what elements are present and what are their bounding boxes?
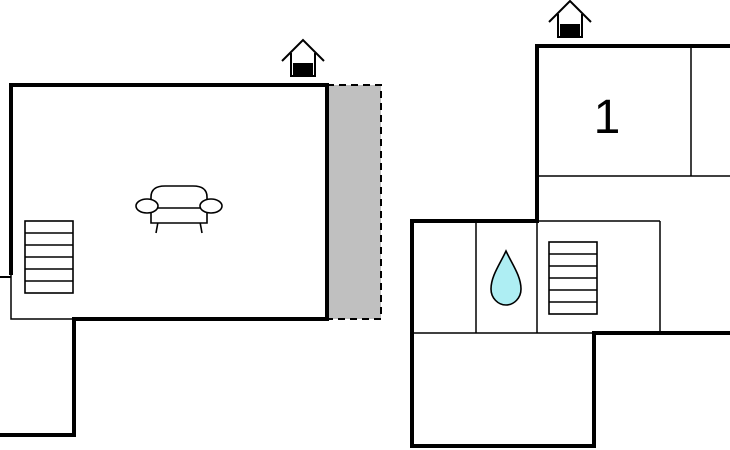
interior-walls bbox=[412, 46, 730, 334]
water-drop-icon bbox=[490, 249, 522, 306]
right-building-walls bbox=[410, 44, 730, 448]
bedroom-label: 1 bbox=[594, 91, 621, 144]
sofa-icon bbox=[135, 185, 223, 234]
stairs-icon bbox=[24, 220, 74, 294]
left-building bbox=[0, 38, 382, 437]
stairs-icon bbox=[548, 241, 598, 315]
entrance-icon bbox=[281, 38, 325, 77]
entrance-icon bbox=[548, 0, 592, 38]
right-building: 1 bbox=[410, 0, 730, 448]
terrace-area bbox=[327, 85, 381, 319]
terrace-dashed-border bbox=[327, 84, 382, 320]
living-room-thin-wall bbox=[10, 275, 74, 320]
living-room-walls bbox=[0, 83, 329, 437]
